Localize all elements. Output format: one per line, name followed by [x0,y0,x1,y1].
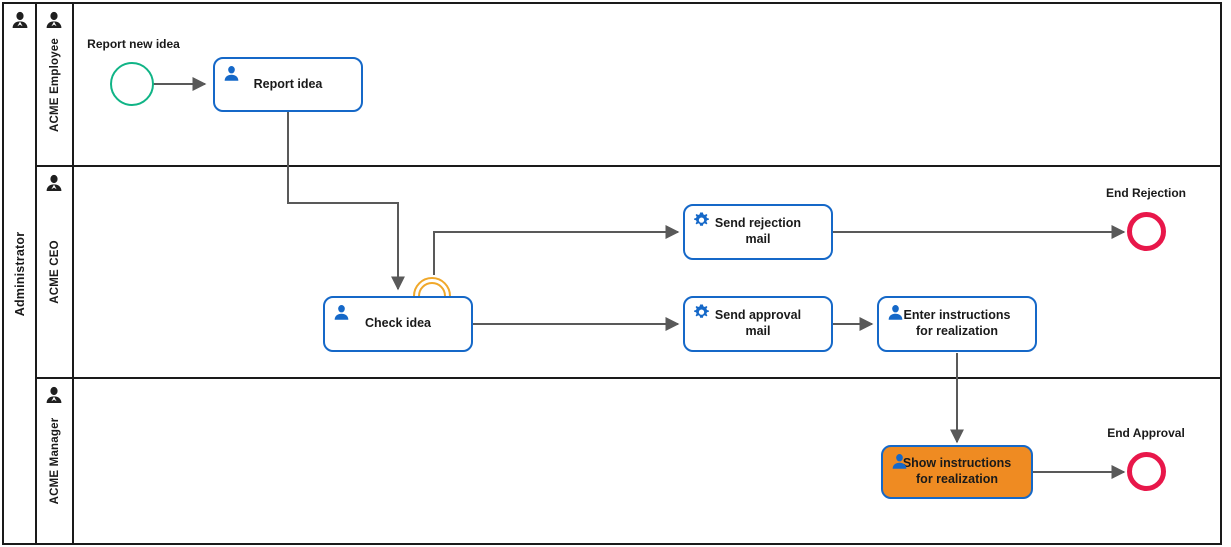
lane-acme-manager[interactable]: ACME Manager [37,379,1222,543]
task-label: Send approval mail [714,308,802,338]
person-icon [222,64,241,88]
lane-header-acme-ceo[interactable]: ACME CEO [37,167,74,377]
person-icon [44,173,64,193]
task-send-approval-mail[interactable]: Send approval mail [683,296,833,352]
task-label: Show instructions for realization [902,456,1012,486]
start-event-label: Report new idea [87,37,180,51]
task-send-rejection-mail[interactable]: Send rejection mail [683,204,833,260]
lane-acme-employee[interactable]: ACME Employee [37,4,1222,167]
person-icon [10,10,30,30]
pool-header[interactable]: Administrator [4,4,37,543]
lane-header-acme-employee[interactable]: ACME Employee [37,4,74,165]
end-approval-label: End Approval [1107,426,1185,440]
person-icon [332,303,351,327]
gear-icon [692,303,711,327]
task-label: Report idea [253,76,323,91]
lane-title-acme-ceo: ACME CEO [48,240,61,304]
task-enter-instructions-for-realization[interactable]: Enter instructions for realization [877,296,1037,352]
end-event-rejection[interactable] [1127,212,1166,251]
lane-acme-ceo[interactable]: ACME CEO [37,167,1222,379]
person-icon [44,10,64,30]
task-show-instructions-for-realization[interactable]: Show instructions for realization [881,445,1033,499]
person-icon [44,385,64,405]
task-label: Check idea [364,316,431,331]
end-rejection-label: End Rejection [1105,186,1186,200]
person-icon [886,303,905,327]
pool-title: Administrator [12,231,27,316]
task-label: Send rejection mail [714,216,802,246]
task-check-idea[interactable]: Check idea [323,296,473,352]
person-icon [890,452,909,476]
lane-header-acme-manager[interactable]: ACME Manager [37,379,74,543]
lane-title-acme-manager: ACME Manager [48,417,61,505]
task-report-idea[interactable]: Report idea [213,57,363,112]
task-label: Enter instructions for realization [903,308,1011,338]
start-event-report-new-idea[interactable] [110,62,154,106]
lane-title-acme-employee: ACME Employee [48,37,61,132]
end-event-approval[interactable] [1127,452,1166,491]
gear-icon [692,211,711,235]
